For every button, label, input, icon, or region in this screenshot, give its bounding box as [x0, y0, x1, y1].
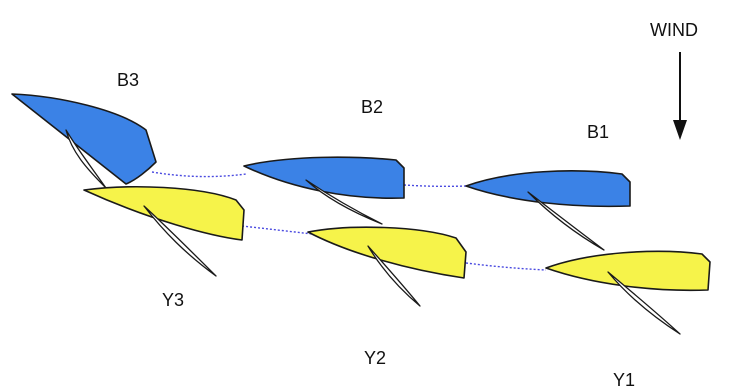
label-y2: Y2: [364, 348, 386, 368]
boat-b1-hull: [465, 170, 631, 208]
boat-y3-sail: [143, 205, 217, 277]
link-b2-b1: [403, 184, 467, 188]
label-b1: B1: [587, 122, 609, 142]
boat-b2: [243, 156, 405, 225]
boat-b3: [11, 93, 157, 189]
link-y2-y1: [465, 262, 547, 271]
boat-y1-sail: [607, 271, 681, 335]
boat-b2-hull: [243, 156, 405, 200]
wind-label: WIND: [650, 20, 698, 40]
wind-arrow-icon: [673, 120, 687, 140]
label-y1: Y1: [613, 370, 635, 390]
boat-y3-hull: [83, 186, 245, 241]
boat-y2-hull: [307, 226, 467, 279]
link-b3-b2: [151, 171, 247, 178]
boat-y2: [307, 226, 467, 307]
connection-lines: [151, 171, 547, 271]
boat-y3: [83, 186, 245, 277]
boat-y2-sail: [367, 245, 421, 307]
boat-b1-sail: [527, 191, 605, 251]
wind-indicator: WIND: [650, 20, 698, 140]
boat-y1: [545, 250, 711, 335]
boat-y1-hull: [545, 250, 711, 292]
label-b3: B3: [117, 70, 139, 90]
label-y3: Y3: [162, 290, 184, 310]
boat-b2-sail: [305, 179, 383, 225]
boat-labels: B3 B2 B1 Y3 Y2 Y1: [117, 70, 635, 390]
boat-b1: [465, 170, 631, 251]
label-b2: B2: [361, 97, 383, 117]
link-y3-y2: [241, 225, 313, 235]
boat-b3-hull: [11, 93, 157, 185]
